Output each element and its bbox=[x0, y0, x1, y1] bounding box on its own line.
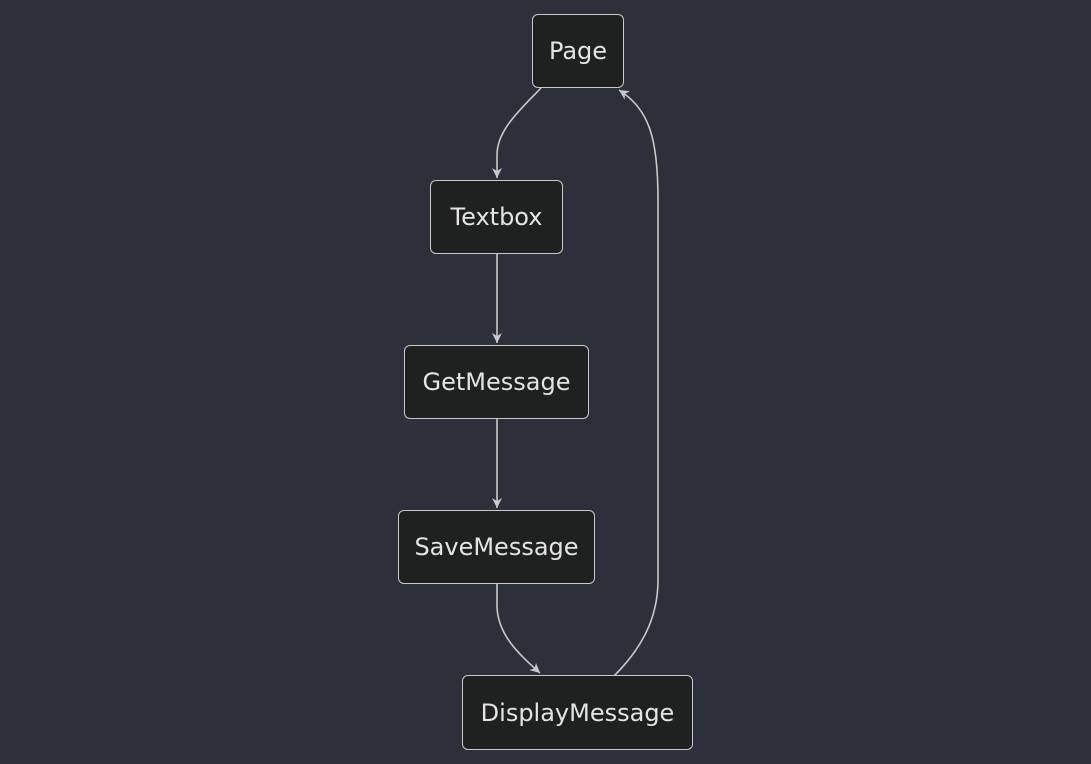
node-textbox: Textbox bbox=[430, 180, 563, 254]
node-getmessage: GetMessage bbox=[404, 345, 589, 419]
edge-displaymessage-page bbox=[613, 89, 659, 677]
node-getmessage-label: GetMessage bbox=[422, 368, 571, 396]
edge-savemessage-displaymessage bbox=[496, 584, 541, 674]
node-page-label: Page bbox=[548, 37, 608, 65]
node-textbox-label: Textbox bbox=[450, 203, 543, 231]
node-displaymessage-label: DisplayMessage bbox=[480, 698, 675, 727]
edge-page-textbox bbox=[492, 87, 542, 178]
node-page: Page bbox=[532, 14, 624, 88]
node-displaymessage: DisplayMessage bbox=[462, 675, 693, 750]
node-savemessage: SaveMessage bbox=[398, 510, 595, 584]
node-savemessage-label: SaveMessage bbox=[414, 533, 579, 561]
